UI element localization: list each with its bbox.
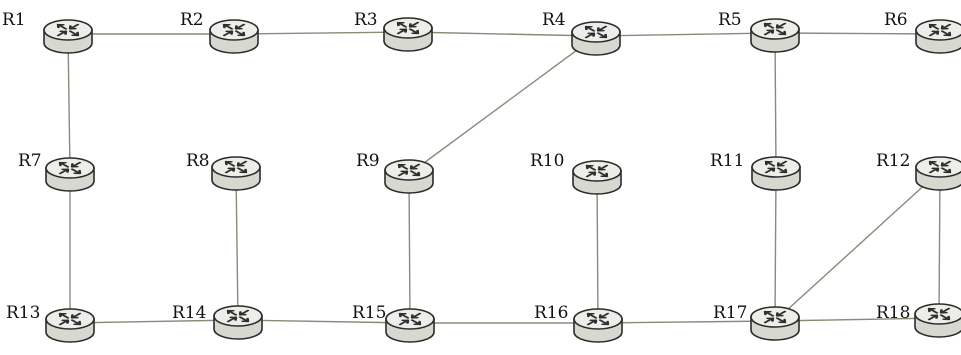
router-icon [915,19,961,54]
router-icon [213,305,263,340]
link-r11-r17 [774,170,777,322]
link-r4-r5 [595,32,776,37]
router-icon [915,156,961,191]
router-icon [751,156,801,191]
router-r5 [750,18,800,53]
router-icon [385,308,435,343]
router-label-r12: R12 [876,151,910,171]
link-r3-r4 [407,31,597,37]
router-label-r14: R14 [172,303,206,323]
router-r10 [572,160,622,195]
router-label-r2: R2 [180,10,204,30]
router-icon [572,160,622,195]
router-r15 [385,308,435,343]
link-r16-r17 [597,320,776,324]
link-r12-r17 [774,170,941,322]
router-icon [45,157,95,192]
link-r12-r18 [938,170,941,319]
router-r4 [571,21,621,56]
router-label-r1: R1 [2,10,26,30]
router-icon [209,19,259,54]
link-r5-r11 [774,32,777,172]
link-r17-r18 [774,317,940,322]
link-r8-r14 [235,170,239,321]
link-r10-r16 [596,174,599,324]
router-r13 [45,308,95,343]
router-icon [914,303,961,338]
router-label-r8: R8 [186,151,210,171]
router-icon [750,18,800,53]
router-r8 [211,156,261,191]
router-label-r18: R18 [876,303,910,323]
link-r5-r6 [774,32,941,35]
link-r4-r9 [408,35,597,175]
router-icon [43,19,93,54]
router-r1 [43,19,93,54]
router-icon [384,159,434,194]
link-r14-r15 [237,319,411,324]
router-r3 [383,17,433,52]
router-r14 [213,305,263,340]
router-label-r11: R11 [710,151,744,171]
link-r13-r14 [69,319,239,324]
link-r1-r7 [67,33,71,173]
link-r9-r15 [408,173,411,324]
router-icon [571,21,621,56]
router-icon [383,17,433,52]
router-r9 [384,159,434,194]
link-r2-r3 [233,31,409,35]
router-r6 [915,19,961,54]
router-r16 [573,308,623,343]
router-r7 [45,157,95,192]
links-layer [67,31,941,324]
router-r2 [209,19,259,54]
router-label-r10: R10 [530,151,564,171]
router-label-r16: R16 [534,303,568,323]
router-label-r6: R6 [884,10,908,30]
router-icon [750,306,800,341]
router-label-r9: R9 [356,151,380,171]
router-label-r7: R7 [18,151,42,171]
router-r18 [914,303,961,338]
router-label-r17: R17 [713,303,747,323]
router-icon [211,156,261,191]
router-r11 [751,156,801,191]
router-icon [45,308,95,343]
router-icon [573,308,623,343]
router-r17 [750,306,800,341]
router-label-r4: R4 [542,10,566,30]
router-label-r15: R15 [352,303,386,323]
router-label-r13: R13 [6,303,40,323]
router-label-r3: R3 [354,10,378,30]
router-r12 [915,156,961,191]
router-label-r5: R5 [718,10,742,30]
